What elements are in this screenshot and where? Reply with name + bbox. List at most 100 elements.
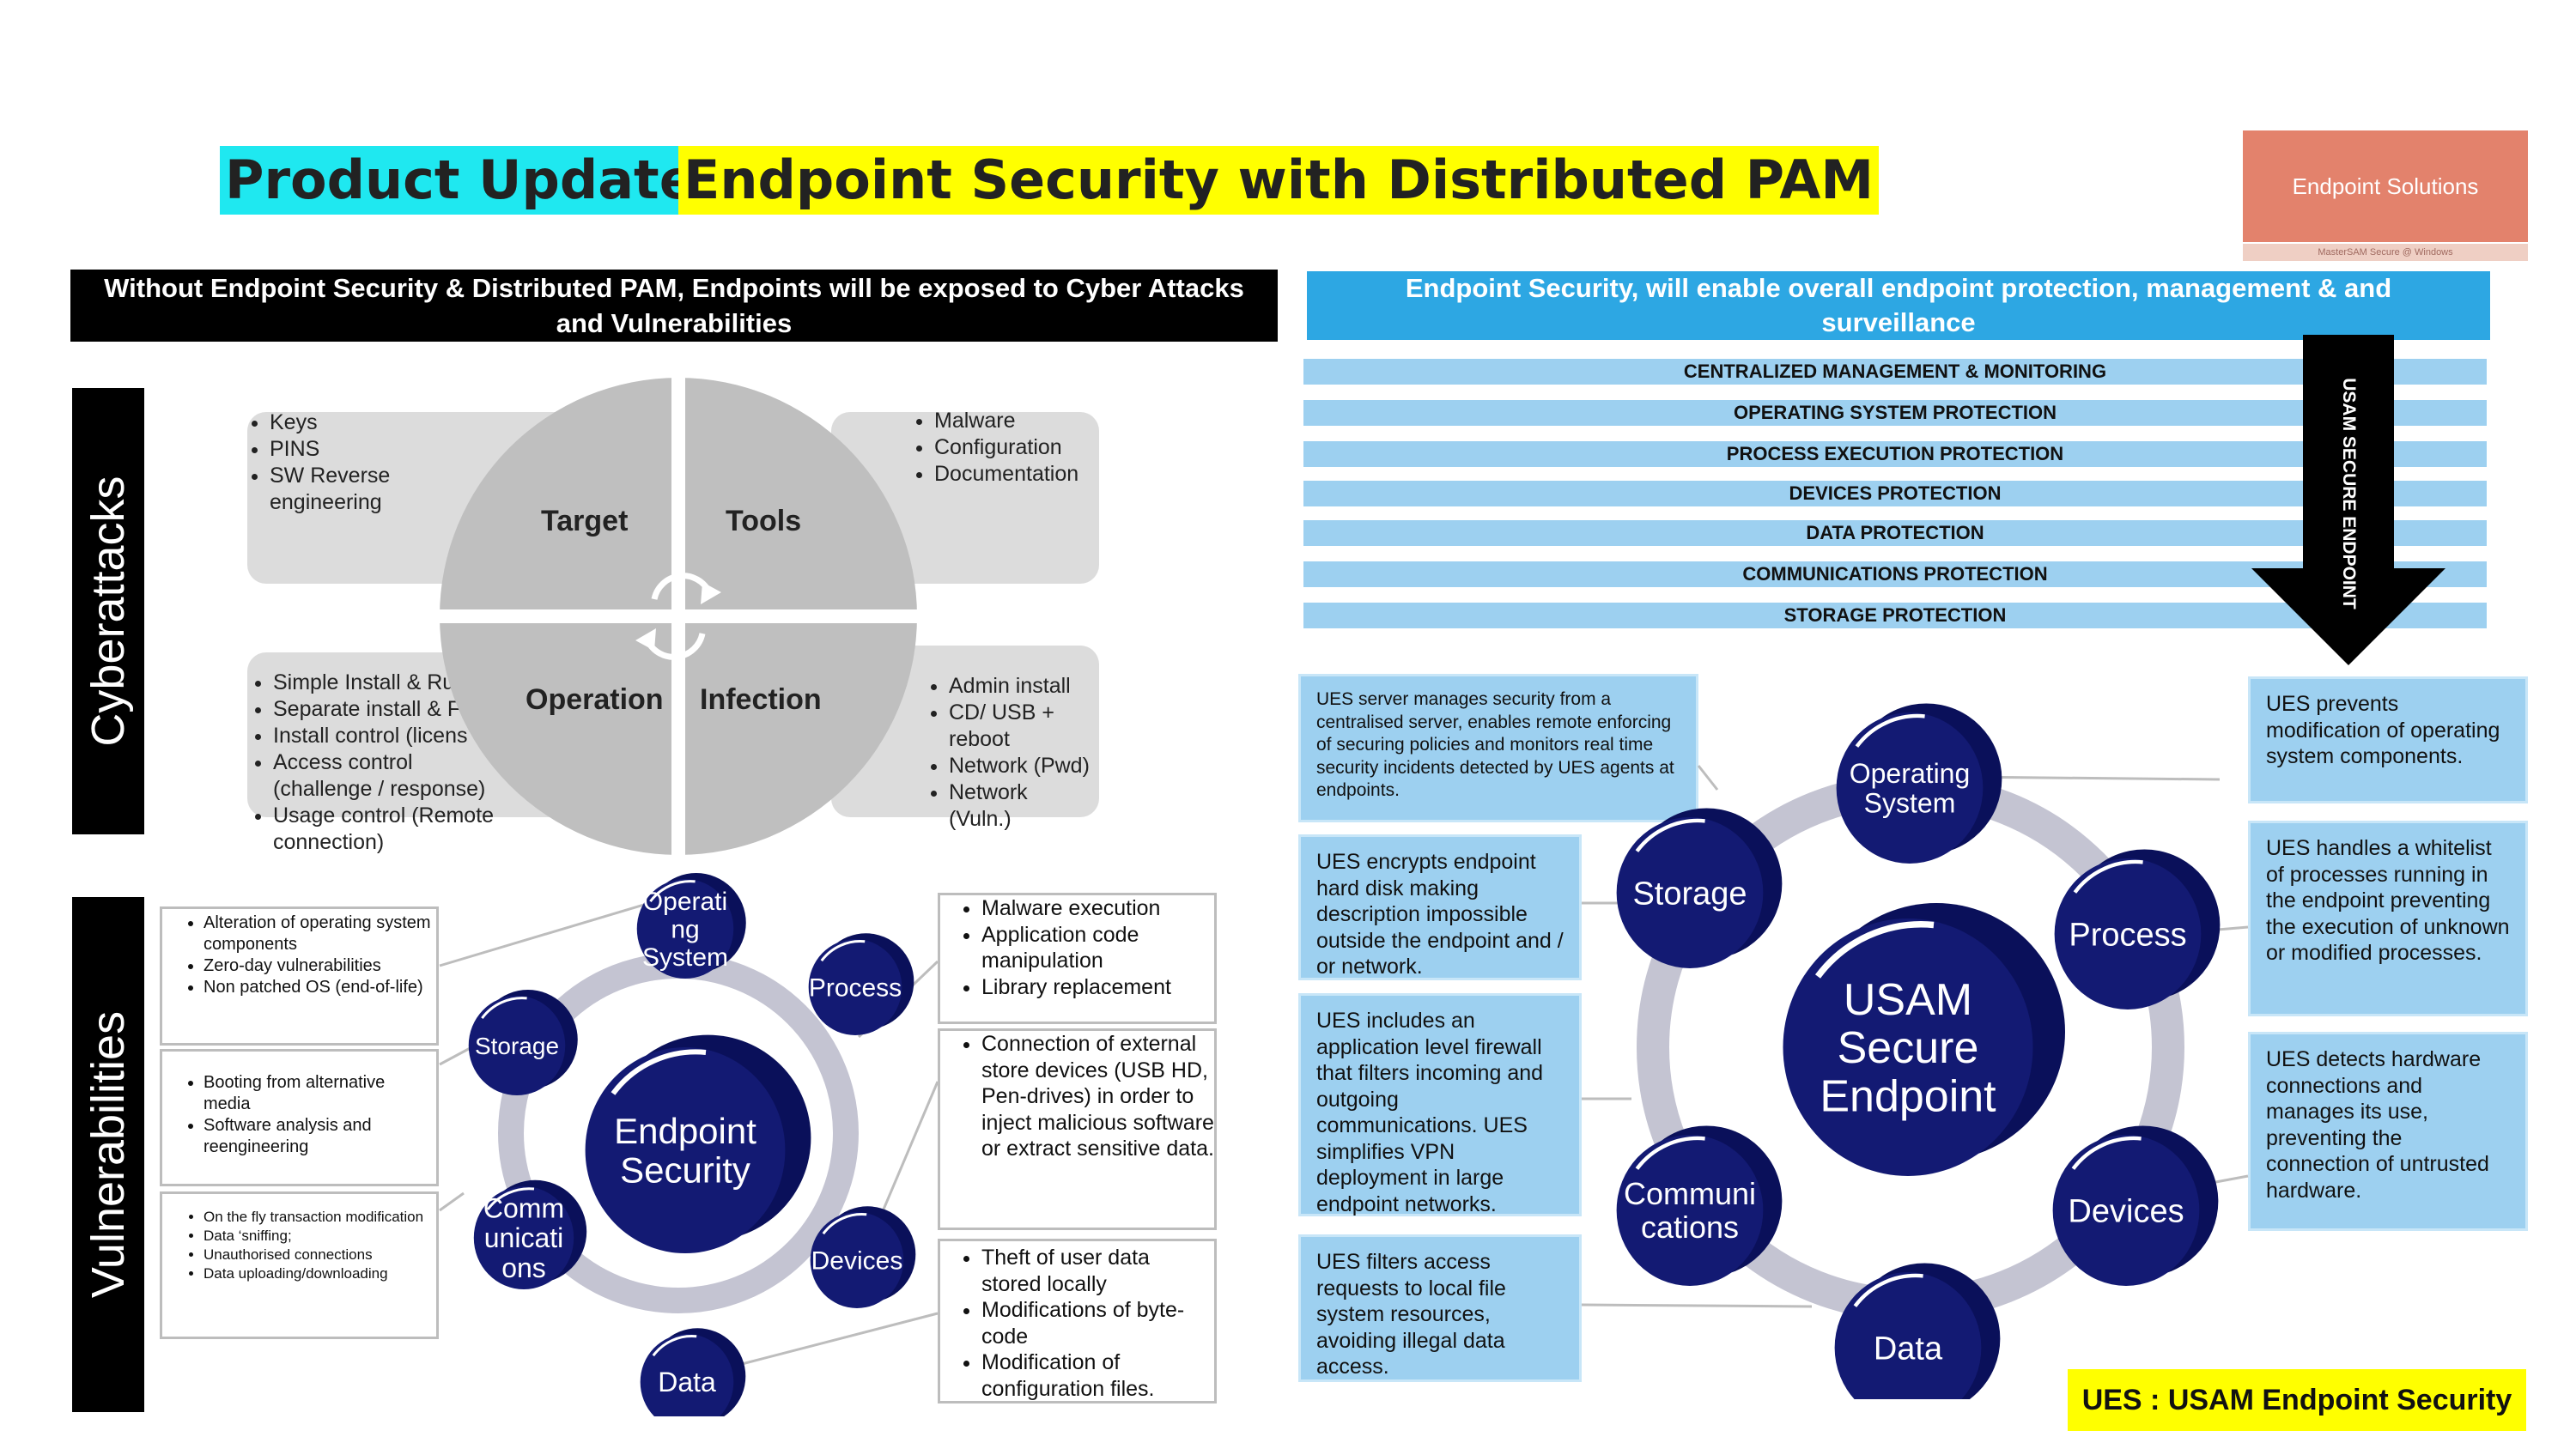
node-communications-label: Communi [1624,1176,1756,1211]
solutions-sublabel: MasterSAM Secure @ Windows [2243,244,2528,261]
center-endpoint-security-highlight [611,1049,707,1095]
vuln-box-storage: Booting from alternative media Software … [160,1049,439,1186]
node-operatingsystem-label: ng [671,916,699,944]
list-item: Malware execution [981,895,1214,922]
left-heading: Without Endpoint Security & Distributed … [70,270,1278,342]
node-communications-label: cations [1641,1210,1739,1245]
protection-row: STORAGE PROTECTION [1303,603,2487,628]
operation-list: Simple Install & Ru Separate install & F… [256,670,513,856]
list-item: Theft of user data stored locally [981,1245,1214,1297]
cycle-arrow-head [701,582,721,604]
down-arrow-icon [2251,335,2445,665]
right-heading: Endpoint Security, will enable overall e… [1307,271,2490,340]
list-item: Separate install & F [273,696,513,723]
tools-list: Malware Configuration Documentation [917,408,1097,488]
title-prefix: Product Update : [220,146,751,215]
node-data-face [1834,1272,1982,1399]
quadrant-operation: Operation [526,683,664,716]
node-storage-label: Storage [1632,876,1747,912]
node-data-highlight [652,1335,697,1357]
node-storage-highlight [481,997,527,1020]
left-heading-text: Without Endpoint Security & Distributed … [104,273,1244,338]
node-devices-face [2052,1135,2200,1286]
center-usam-secure-endpoint-face [1783,919,2033,1176]
list-item: PINS [270,436,476,463]
quadrant-divider-horizontal [429,609,927,623]
list-item: CD/ USB + reboot [949,700,1095,753]
list-item: Data ‘sniffing; [204,1227,436,1246]
infection-list: Admin install CD/ USB + reboot Network (… [932,673,1095,833]
list-item: Booting from alternative media [204,1072,436,1115]
node-communications-face [1616,1135,1764,1286]
node-devices-highlight [822,1213,867,1235]
legend-box: UES : USAM Endpoint Security [2068,1369,2526,1431]
node-storage-highlight [1635,818,1705,852]
ues-filters-box: UES filters access requests to local fil… [1298,1234,1582,1382]
vuln-box-communications: On the fly transaction modification Data… [160,1191,439,1339]
node-data-highlight [1853,1273,1923,1307]
node-storage-face [468,996,566,1095]
node-process-face [2054,858,2202,1009]
ues-firewall-box: UES includes an application level firewa… [1298,993,1582,1216]
list-item: Non patched OS (end-of-life) [204,977,436,998]
list-item: Admin install [949,673,1095,700]
node-data: Data [640,1328,746,1416]
node-data: Data [1834,1263,2001,1399]
list-item: Configuration [934,434,1097,461]
right-heading-text: Endpoint Security, will enable overall e… [1405,273,2392,337]
node-operatingsystem-label: System [1864,787,1956,818]
node-communications-face [473,1186,574,1289]
center-usam-secure-endpoint-label: USAM [1844,975,1972,1025]
right-cycle-diagram: OperatingSystemProcessDevicesDataCommuni… [1581,703,2249,1399]
list-item: Data uploading/downloading [204,1264,436,1283]
vuln-box-data: Theft of user data stored locally Modifi… [938,1239,1217,1404]
node-communications-label: Comm [483,1193,564,1224]
node-operatingsystem-highlight [649,880,696,903]
list-item: Connection of external store devices (US… [981,1031,1214,1162]
target-list: Keys PINS SW Reverse engineering [252,409,476,516]
quadrant-tools: Tools [726,505,802,537]
cyberattacks-label: Cyberattacks [82,476,134,747]
list-item: On the fly transaction modification [204,1208,436,1227]
node-storage-face [1616,817,1764,968]
node-process-label: Process [809,974,902,1003]
node-communications-label: unicati [484,1222,564,1253]
vulnerabilities-label: Vulnerabilities [82,1010,134,1299]
ues-encrypt-box: UES encrypts endpoint hard disk making d… [1298,834,1582,980]
node-devices: Devices [810,1206,916,1308]
title-main: Endpoint Security with Distributed PAM [678,146,1880,215]
node-storage-label: Storage [475,1033,559,1059]
node-operatingsystem-label: System [642,943,728,972]
protection-row: PROCESS EXECUTION PROTECTION [1303,441,2487,467]
node-storage: Storage [1616,808,1783,968]
ues-prevents-box: UES prevents modification of operating s… [2248,676,2528,803]
list-item: Modifications of byte-code [981,1297,1214,1349]
node-operatingsystem-highlight [1855,713,1925,748]
endpoint-solutions-button[interactable]: Endpoint Solutions [2243,130,2528,242]
list-item: Software analysis and reengineering [204,1115,436,1158]
quadrant-infection: Infection [700,683,822,716]
node-communications-highlight [486,1187,535,1210]
list-item: Malware [934,408,1097,434]
list-item: Documentation [934,461,1097,488]
node-process-label: Process [2069,917,2186,953]
protection-row: DEVICES PROTECTION [1303,481,2487,506]
center-usam-secure-endpoint-label: Secure [1838,1023,1979,1073]
node-data-face [640,1334,734,1416]
list-item: Library replacement [981,974,1214,1001]
node-operatingsystem-face [1836,712,1984,864]
node-process-highlight [820,940,866,962]
list-item: Alteration of operating system component… [204,912,436,955]
node-devices-label: Devices [2068,1193,2184,1229]
node-devices-label: Devices [811,1247,903,1276]
vuln-box-os: Alteration of operating system component… [160,906,439,1046]
protection-row: CENTRALIZED MANAGEMENT & MONITORING [1303,359,2487,385]
list-item: Access control (challenge / response) [273,749,513,803]
ues-server-box: UES server manages security from a centr… [1298,674,1698,822]
list-item: Network (Vuln.) [949,779,1095,833]
list-item: Install control (licens [273,723,513,749]
